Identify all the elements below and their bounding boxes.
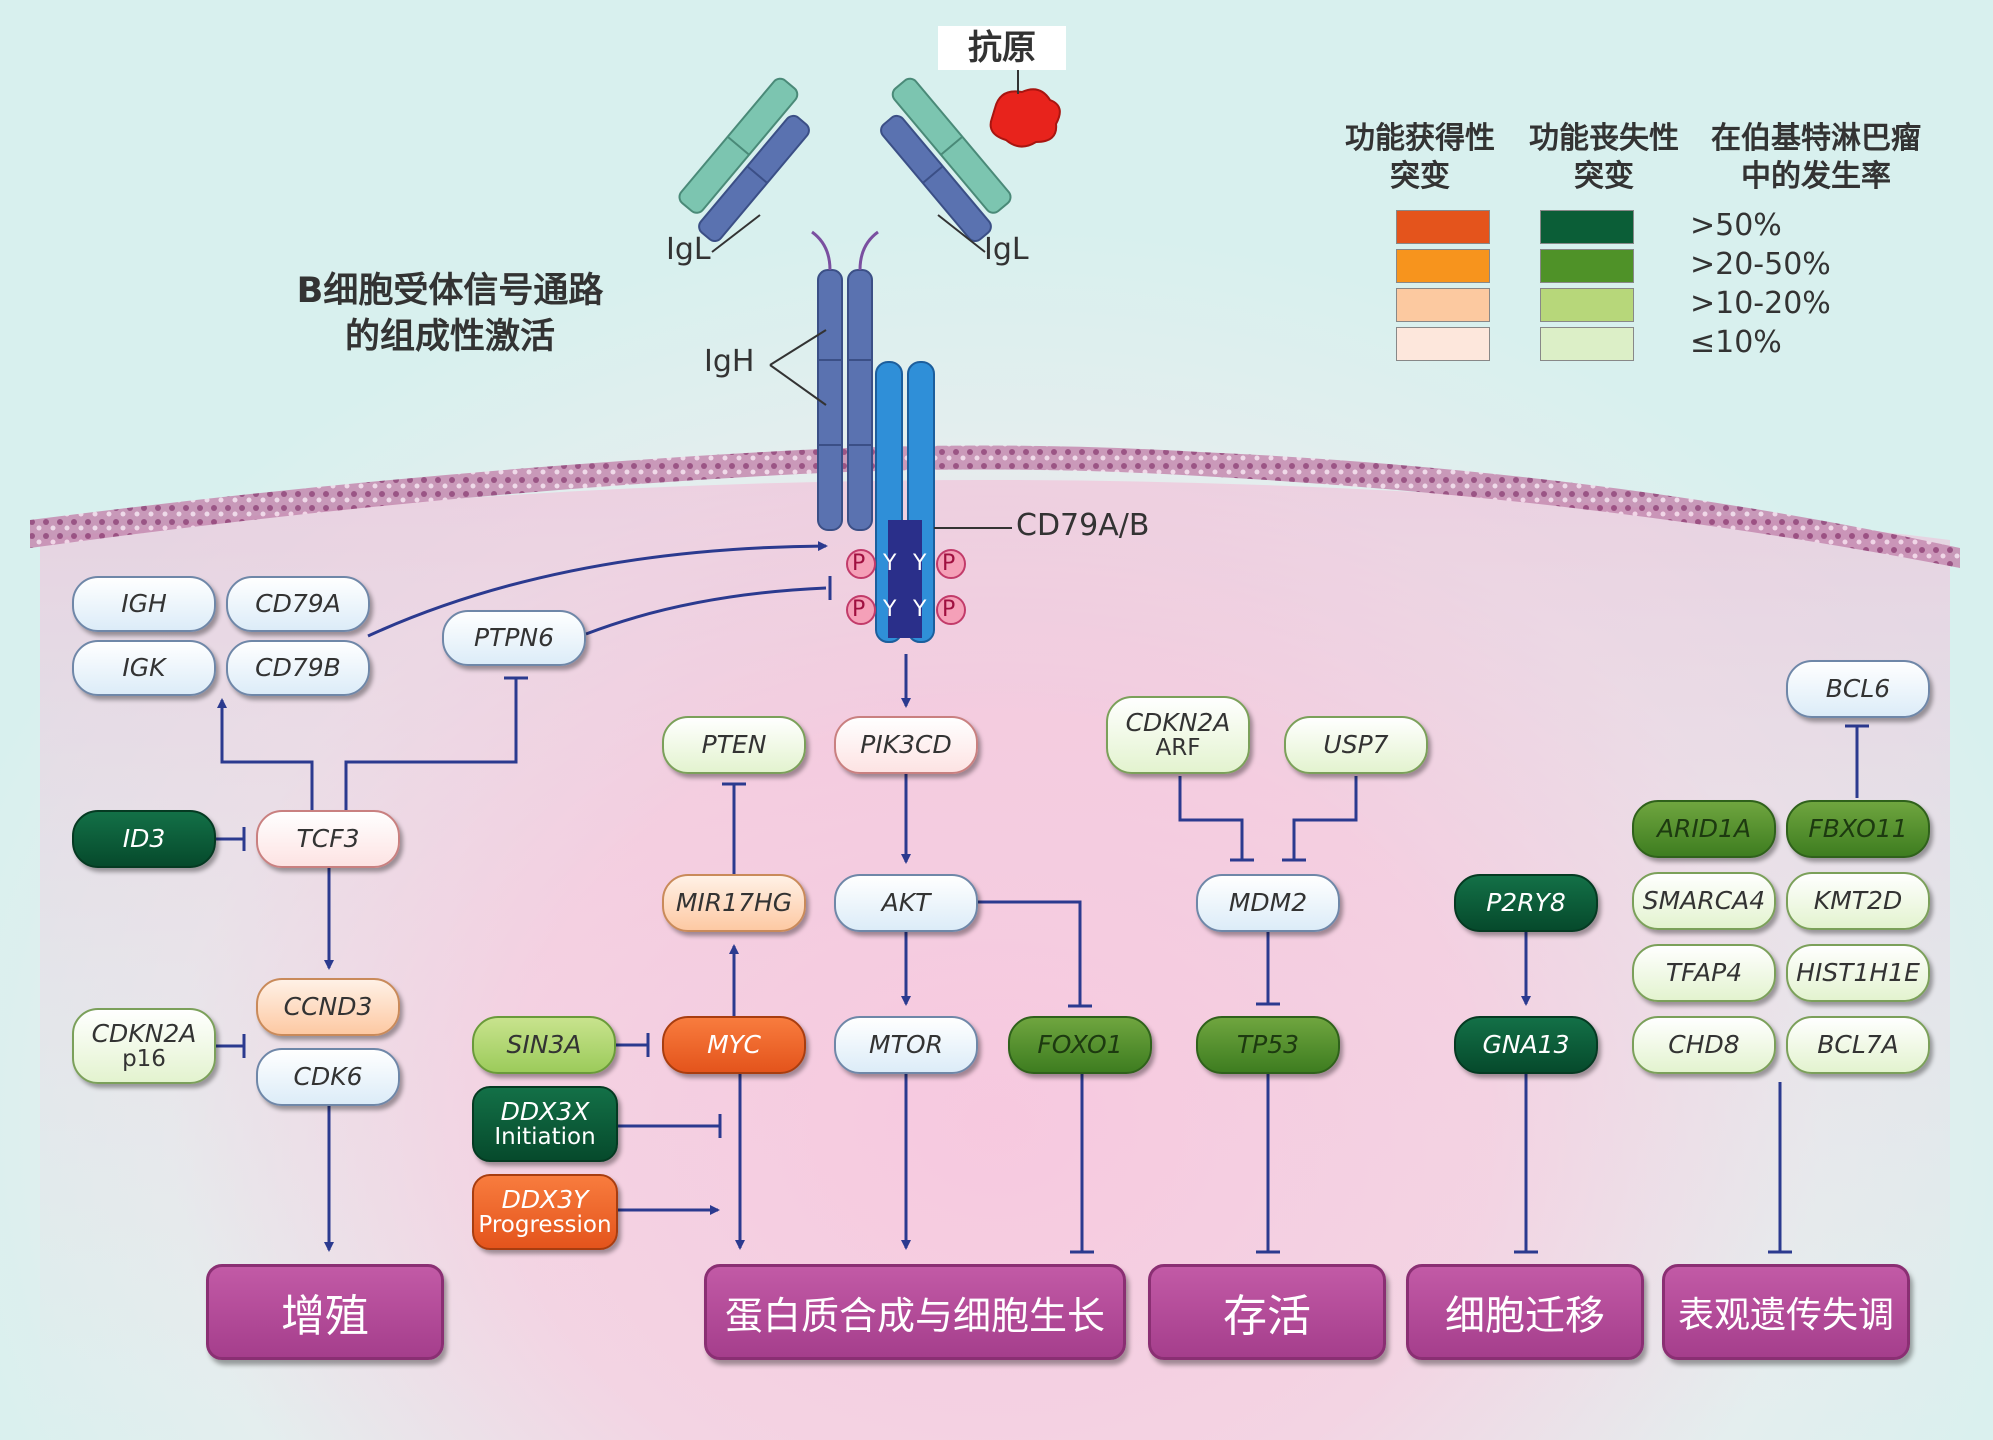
legend-loss-swatch	[1540, 327, 1634, 361]
legend-gain-swatch	[1396, 327, 1490, 361]
phospho-sites	[846, 549, 966, 625]
gene-kmt2d: KMT2D	[1786, 872, 1930, 930]
gene-myc: MYC	[662, 1016, 806, 1074]
gene-akt: AKT	[834, 874, 978, 932]
gene-cd79a: CD79A	[226, 576, 370, 632]
gene-igh: IGH	[72, 576, 216, 632]
gene-arid1a: ARID1A	[1632, 800, 1776, 858]
phospho-p-2: P	[852, 597, 866, 622]
tyrosine-y-4: Y	[913, 597, 927, 622]
legend-frequency-label: >10-20%	[1690, 286, 1831, 321]
igl-left-label: IgL	[666, 232, 711, 267]
cd79-dimer	[875, 361, 1012, 643]
cd79-label: CD79A/B	[1016, 508, 1150, 543]
title-line-2: 的组成性激活	[344, 317, 555, 357]
left-fab-arm	[678, 77, 810, 242]
gene-tfap4: TFAP4	[1632, 944, 1776, 1002]
phospho-p-3: P	[942, 551, 956, 576]
gene-foxo1: FOXO1	[1008, 1016, 1152, 1074]
tyrosine-y-1: Y	[883, 551, 897, 576]
igl-right-label: IgL	[984, 232, 1029, 267]
gene-ccnd3: CCND3	[256, 978, 400, 1036]
diagram-title: B细胞受体信号通路 的组成性激活	[260, 268, 640, 360]
gene-p2ry8: P2RY8	[1454, 874, 1598, 932]
gene-fbxo11: FBXO11	[1786, 800, 1930, 858]
gene-smarca4: SMARCA4	[1632, 872, 1776, 930]
title-line-1: B细胞受体信号通路	[296, 271, 604, 311]
outcome-proliferation: 增殖	[206, 1264, 444, 1360]
gene-tp53: TP53	[1196, 1016, 1340, 1074]
legend-loss-swatch	[1540, 288, 1634, 322]
legend-gain-swatch	[1396, 249, 1490, 283]
legend-frequency-label: >20-50%	[1690, 247, 1831, 282]
gene-pik3cd: PIK3CD	[834, 716, 978, 774]
cell-membrane	[30, 445, 1960, 568]
igh-chains	[811, 230, 879, 531]
gene-ptpn6: PTPN6	[442, 610, 586, 666]
gene-cdk6: CDK6	[256, 1048, 400, 1106]
gene-cd79b: CD79B	[226, 640, 370, 696]
legend-header-freq: 在伯基特淋巴瘤中的发生率	[1711, 121, 1921, 194]
legend-gain-swatch	[1396, 210, 1490, 244]
gene-hist1h1e: HIST1H1E	[1786, 944, 1930, 1002]
legend-gain-swatch	[1396, 288, 1490, 322]
antigen-label: 抗原	[938, 26, 1066, 70]
phospho-p-4: P	[942, 597, 956, 622]
gene-mtor: MTOR	[834, 1016, 978, 1074]
tyrosine-y-3: Y	[913, 551, 927, 576]
outcome-epigenetic-dysregulation: 表观遗传失调	[1662, 1264, 1910, 1360]
gene-gna13: GNA13	[1454, 1016, 1598, 1074]
gene-pten: PTEN	[662, 716, 806, 774]
antigen-shape	[989, 88, 1061, 148]
igh-label: IgH	[704, 344, 755, 379]
phospho-p-1: P	[852, 551, 866, 576]
legend-loss-swatch	[1540, 249, 1634, 283]
gene-tcf3: TCF3	[256, 810, 400, 868]
gene-mdm2: MDM2	[1196, 874, 1340, 932]
gene-sin3a: SIN3A	[472, 1016, 616, 1074]
gene-chd8: CHD8	[1632, 1016, 1776, 1074]
gene-usp7: USP7	[1284, 716, 1428, 774]
right-fab-arm	[880, 77, 1012, 242]
gene-bcl7a: BCL7A	[1786, 1016, 1930, 1074]
gene-bcl6: BCL6	[1786, 660, 1930, 718]
gene-mir17hg: MIR17HG	[662, 874, 806, 932]
outcome-protein-synthesis-growth: 蛋白质合成与细胞生长	[704, 1264, 1126, 1360]
outcome-survival: 存活	[1148, 1264, 1386, 1360]
legend-header-gain: 功能获得性突变	[1345, 121, 1495, 194]
gene-id3: ID3	[72, 810, 216, 868]
gene-igk: IGK	[72, 640, 216, 696]
legend-header-loss: 功能丧失性突变	[1529, 121, 1679, 194]
outcome-migration: 细胞迁移	[1406, 1264, 1644, 1360]
legend-frequency-label: >50%	[1690, 208, 1782, 243]
legend-loss-swatch	[1540, 210, 1634, 244]
tyrosine-y-2: Y	[883, 597, 897, 622]
legend-frequency-label: ≤10%	[1690, 325, 1782, 360]
